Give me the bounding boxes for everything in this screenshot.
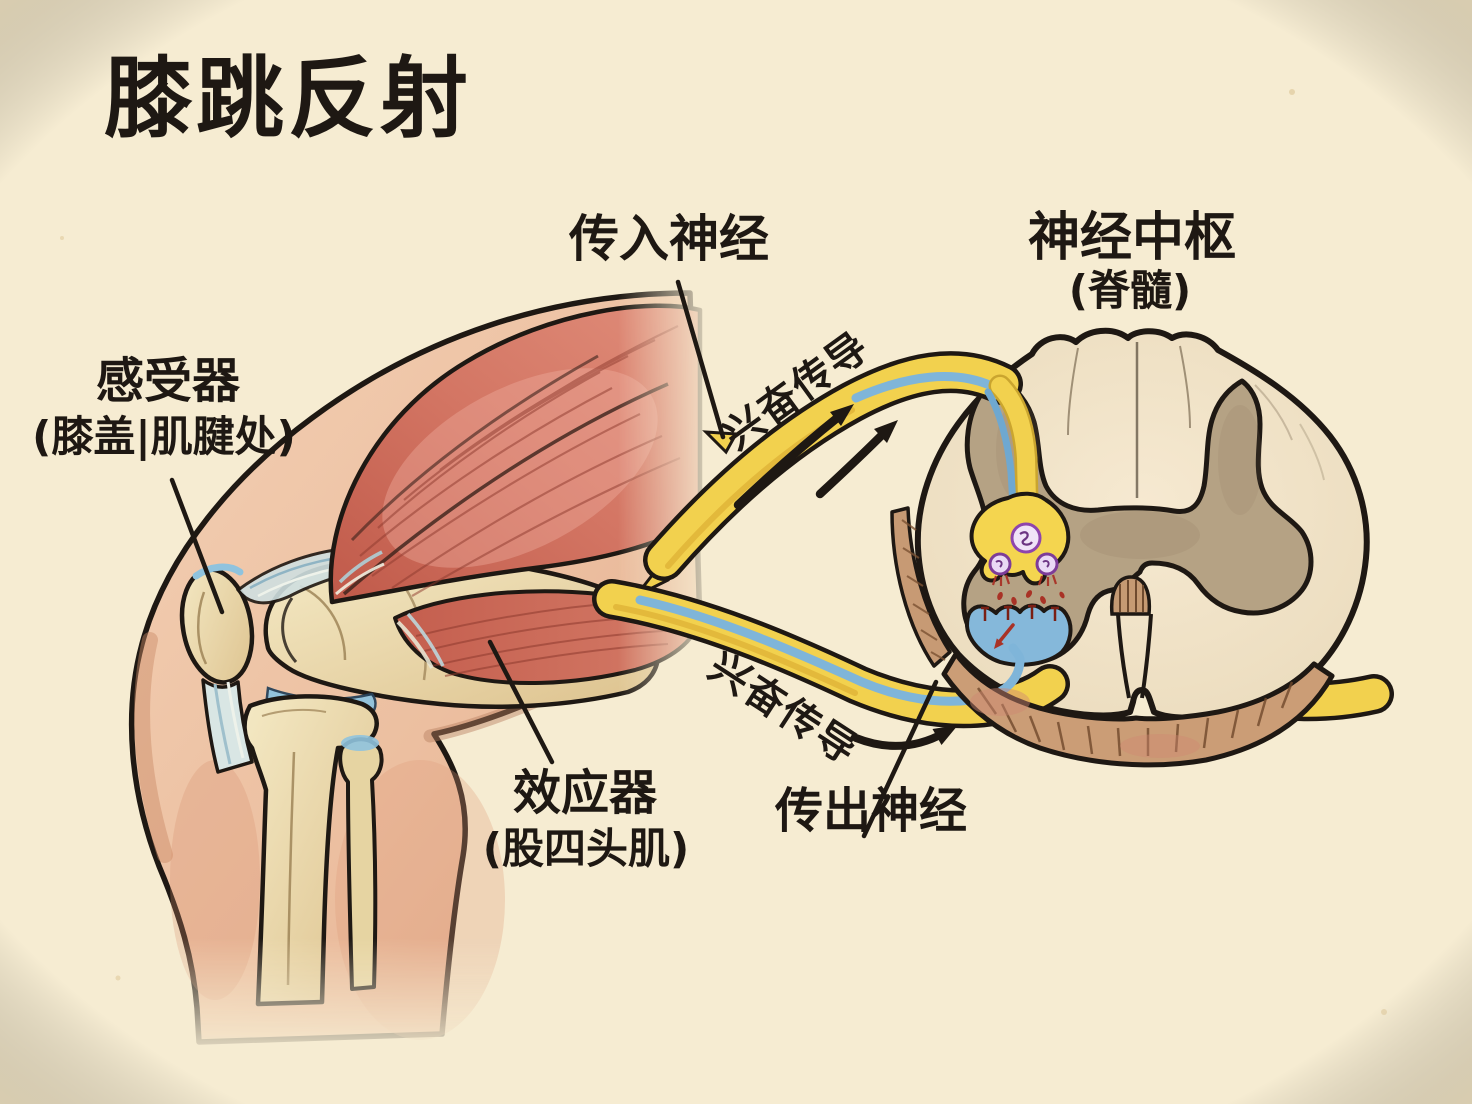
leader-lines: [169, 279, 939, 839]
ventral-surface-bottom: [941, 651, 1335, 768]
receptor-sublabel: (膝盖|肌腱处): [32, 412, 296, 461]
afferent-leader-line: [675, 279, 726, 440]
quadriceps-muscle: [328, 303, 703, 686]
tibia-bone: [242, 694, 379, 1007]
central-canal: [1109, 575, 1153, 699]
synaptic-vesicle: [1035, 552, 1059, 576]
efferent-blue-fiber: [635, 595, 1025, 706]
ventral-surface-left: [890, 506, 952, 668]
afferent-arrow-1: [733, 404, 854, 510]
nerve-center-sublabel: (脊髓): [1068, 266, 1192, 315]
nerve-center-label: 神经中枢: [1027, 208, 1236, 268]
effector-leader-line: [487, 639, 555, 765]
fibula-bone: [338, 737, 384, 991]
synaptic-vesicle: [988, 552, 1012, 576]
efferent-arrow: [852, 725, 958, 750]
receptor-sites: [981, 604, 1059, 621]
knee-illustration: [128, 290, 703, 1045]
efferent-nerve: [592, 579, 1070, 729]
diagram-title: 膝跳反射: [104, 47, 473, 150]
flow-arrows: [733, 404, 958, 750]
afferent-nerve: [634, 351, 1039, 598]
afferent-nerve-label: 传入神经: [569, 210, 769, 268]
receptor-dendrite: [965, 603, 1073, 667]
receptor-label: 感受器: [95, 353, 240, 409]
effector-sublabel: (股四头肌): [482, 824, 690, 873]
anterior-fissure: [1116, 613, 1131, 699]
afferent-blue-fiber: [851, 372, 1001, 403]
efferent-leader-line: [861, 679, 939, 839]
gray-matter: [961, 377, 1314, 665]
receptor-leader-line: [169, 477, 225, 615]
effector-label: 效应器: [512, 765, 657, 821]
efferent-nerve-label: 传出神经: [774, 783, 967, 839]
afferent-arrow-2: [815, 420, 898, 499]
synapse: [965, 491, 1073, 667]
